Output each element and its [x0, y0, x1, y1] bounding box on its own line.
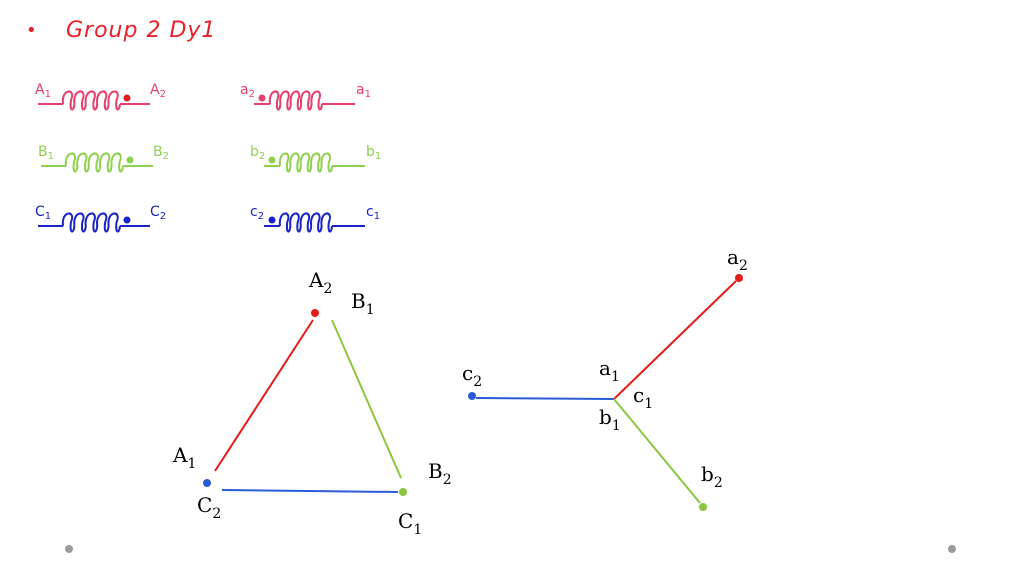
delta-label-C2: C2: [197, 493, 221, 522]
wye-node-c2: [468, 392, 476, 400]
wye-label-b1: b1: [599, 405, 621, 434]
secondary-coil-3: c2 c1: [250, 204, 380, 233]
bullet: •: [26, 20, 37, 41]
coil-label-left: C1: [35, 204, 51, 222]
wye-node-a2: [735, 274, 743, 282]
polarity-dot: [123, 216, 131, 224]
wye-arm-c: [475, 397, 615, 400]
polarity-dot: [126, 156, 134, 164]
delta-edge-b: [331, 319, 402, 479]
delta-label-B1: B1: [351, 289, 375, 318]
wye-label-a1: a1: [599, 356, 620, 385]
delta-label-B2: B2: [428, 459, 452, 488]
primary-coil-2: B1 B2: [38, 144, 169, 173]
primary-coil-1: A1 A2: [35, 82, 166, 111]
polarity-dot: [268, 156, 276, 164]
delta-label-A2: A2: [308, 268, 332, 297]
coil-label-left: A1: [35, 82, 51, 100]
coil-label-left: b2: [250, 144, 265, 162]
corner-dot-left: [65, 545, 73, 553]
wye-label-a2: a2: [727, 245, 748, 274]
corner-dot-right: [948, 545, 956, 553]
delta-label-A1: A1: [172, 443, 196, 472]
delta-diagram: A2 B1 A1 C2 B2 C1: [172, 268, 452, 538]
delta-label-C1: C1: [398, 509, 422, 538]
polarity-dot: [123, 94, 131, 102]
coil-label-right: A2: [150, 82, 166, 100]
coil-label-right: a1: [356, 82, 371, 100]
coil-label-right: C2: [150, 204, 166, 222]
delta-edge-a: [214, 319, 314, 472]
wye-label-c1: c1: [633, 383, 653, 412]
coil-label-right: c1: [366, 204, 380, 222]
primary-coil-3: C1 C2: [35, 204, 166, 233]
polarity-dot: [268, 216, 276, 224]
wye-arm-b: [613, 398, 701, 504]
delta-node-b2c1: [399, 488, 407, 496]
wye-label-b2: b2: [701, 462, 723, 491]
secondary-coil-1: a2 a1: [240, 82, 371, 111]
coil-label-left: B1: [38, 144, 54, 162]
coil-label-right: b1: [366, 144, 381, 162]
delta-node-a1c2: [203, 479, 211, 487]
title-row: • Group 2 Dy1: [26, 18, 216, 43]
coil-label-left: c2: [250, 204, 264, 222]
coil-label-right: B2: [153, 144, 169, 162]
wye-node-b2: [699, 503, 707, 511]
secondary-coil-2: b2 b1: [250, 144, 381, 173]
delta-node-a2: [311, 309, 319, 317]
polarity-dot: [258, 94, 266, 102]
page-title: Group 2 Dy1: [66, 18, 217, 43]
wye-diagram: a2 c2 a1 c1 b1 b2: [462, 245, 748, 511]
delta-edge-c: [221, 489, 399, 493]
coil-label-left: a2: [240, 82, 255, 100]
wye-arm-a: [613, 280, 737, 400]
wye-label-c2: c2: [462, 361, 482, 390]
